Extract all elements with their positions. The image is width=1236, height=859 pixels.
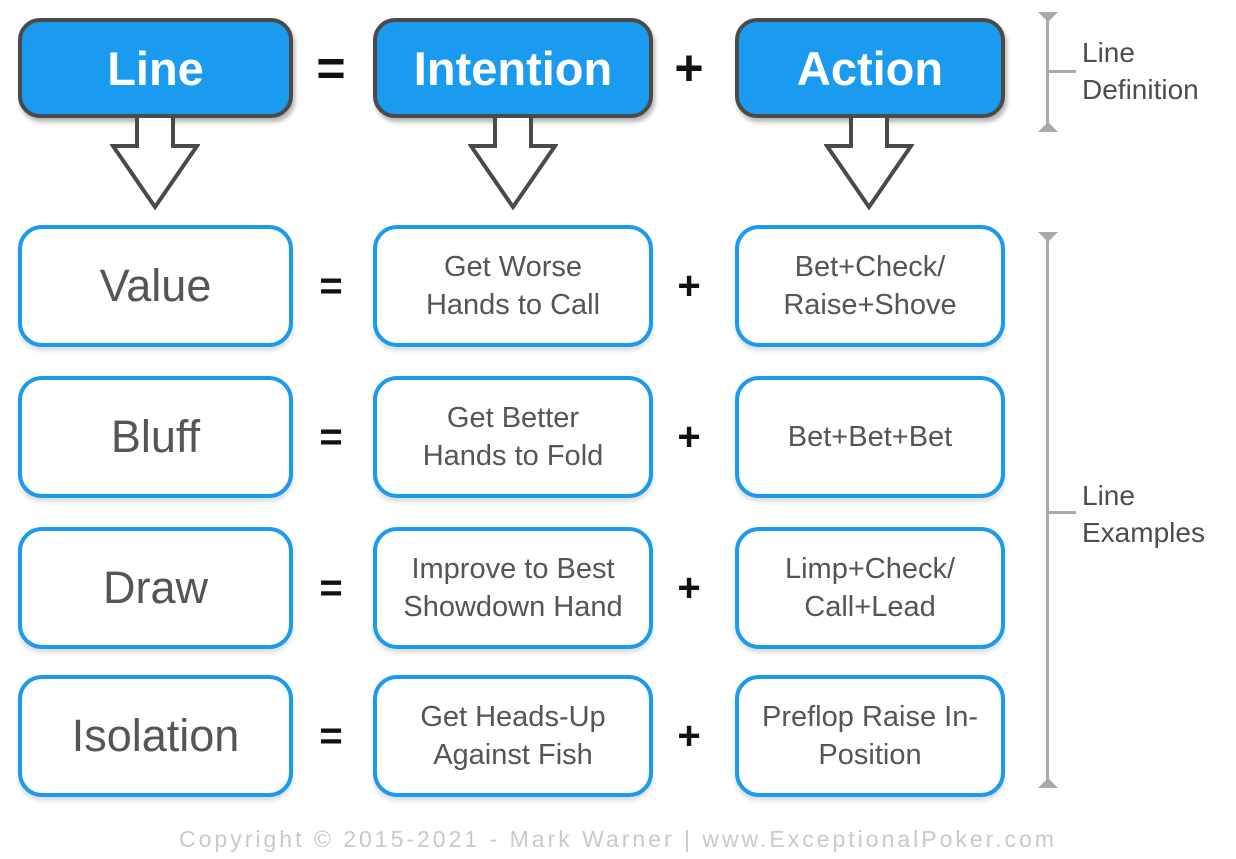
examples-bracket-top-cap	[1038, 232, 1058, 242]
intention-text: Hands to Fold	[422, 440, 604, 472]
action-box: Limp+Check/ Call+Lead	[735, 527, 1005, 649]
definition-bracket-bottom-cap	[1038, 122, 1058, 132]
plus-sign: +	[677, 414, 701, 459]
header-box-line: Line	[18, 18, 293, 118]
equals-sign: =	[319, 414, 343, 459]
intention-text: Get Better	[446, 402, 580, 434]
definition-label: Line Definition	[1082, 37, 1199, 105]
intention-text: Hands to Call	[425, 289, 601, 321]
plus-sign: +	[677, 565, 701, 610]
line-label: Isolation	[71, 710, 240, 761]
example-row-isolation: Isolation = Get Heads-Up Against Fish + …	[0, 675, 1236, 797]
line-box: Value	[18, 225, 293, 347]
intention-text: Get Heads-Up	[420, 701, 606, 733]
header-box-intention: Intention	[373, 18, 653, 118]
action-text: Bet+Check/	[794, 251, 946, 283]
action-text: Raise+Shove	[783, 289, 957, 321]
intention-box: Get Heads-Up Against Fish	[373, 675, 653, 797]
line-box: Bluff	[18, 376, 293, 498]
action-text: Preflop Raise In-	[762, 701, 978, 733]
intention-text: Against Fish	[433, 739, 593, 771]
action-text: Limp+Check/	[784, 553, 956, 585]
header-box-action: Action	[735, 18, 1005, 118]
action-box: Preflop Raise In- Position	[735, 675, 1005, 797]
intention-box: Get Better Hands to Fold	[373, 376, 653, 498]
plus-sign: +	[677, 263, 701, 308]
action-text: Position	[818, 739, 922, 771]
examples-bracket-bottom-cap	[1038, 778, 1058, 788]
action-text: Bet+Bet+Bet	[787, 421, 953, 453]
copyright-text: Copyright © 2015-2021 - Mark Warner | ww…	[179, 826, 1057, 852]
example-row-value: Value = Get Worse Hands to Call + Bet+Ch…	[0, 225, 1236, 347]
equals-sign: =	[319, 713, 343, 758]
intention-box: Improve to Best Showdown Hand	[373, 527, 653, 649]
equals-sign: =	[319, 263, 343, 308]
line-box: Isolation	[18, 675, 293, 797]
definition-bracket-tick	[1047, 70, 1076, 73]
action-box: Bet+Check/ Raise+Shove	[735, 225, 1005, 347]
intention-text: Improve to Best	[411, 553, 615, 585]
intention-text: Showdown Hand	[403, 591, 623, 623]
line-label: Draw	[102, 562, 208, 613]
equals-sign: =	[319, 565, 343, 610]
header-box-line-label: Line	[107, 41, 204, 95]
line-box: Draw	[18, 527, 293, 649]
down-arrow-icon	[824, 114, 914, 210]
example-row-draw: Draw = Improve to Best Showdown Hand + L…	[0, 527, 1236, 649]
action-box: Bet+Bet+Bet	[735, 376, 1005, 498]
header-plus-sign: +	[674, 40, 704, 96]
down-arrow-icon	[110, 114, 200, 210]
down-arrow-icon	[468, 114, 558, 210]
header-box-intention-label: Intention	[413, 41, 613, 95]
header-box-action-label: Action	[796, 41, 944, 95]
line-label: Value	[99, 260, 212, 311]
example-row-bluff: Bluff = Get Better Hands to Fold + Bet+B…	[0, 376, 1236, 498]
plus-sign: +	[677, 713, 701, 758]
header-equals-sign: =	[316, 40, 346, 96]
line-label: Bluff	[110, 411, 201, 462]
examples-bracket-tick	[1047, 511, 1076, 514]
intention-text: Get Worse	[443, 251, 583, 283]
intention-box: Get Worse Hands to Call	[373, 225, 653, 347]
examples-label: Line Examples	[1082, 480, 1205, 548]
action-text: Call+Lead	[804, 591, 936, 623]
